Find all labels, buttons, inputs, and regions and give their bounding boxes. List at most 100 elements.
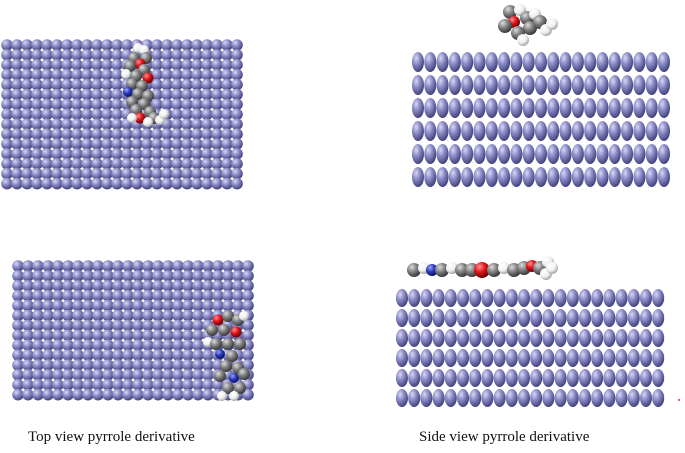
- surface-atom: [461, 98, 474, 118]
- surface-atom: [457, 329, 469, 347]
- surface-atom: [432, 349, 445, 367]
- surface-atom: [122, 379, 134, 391]
- hydrogen-atom: [446, 262, 458, 274]
- surface-atom: [172, 339, 184, 352]
- surface-atom: [101, 177, 113, 190]
- surface-atom: [192, 329, 204, 342]
- surface-atom: [469, 309, 482, 327]
- surface-atom: [615, 369, 628, 387]
- surface-atom: [232, 260, 244, 272]
- surface-atom: [191, 167, 203, 180]
- surface-atom: [221, 128, 233, 140]
- surface-atom: [231, 78, 243, 91]
- surface-atom: [172, 319, 184, 332]
- surface-atom: [22, 289, 34, 302]
- surface-atom: [91, 68, 103, 81]
- surface-atom: [201, 88, 213, 101]
- carbon-atom: [210, 338, 222, 350]
- surface-atom: [172, 369, 184, 381]
- surface-atom: [132, 359, 144, 371]
- surface-atom: [31, 68, 43, 81]
- surface-atom: [191, 158, 203, 170]
- surface-atom: [559, 52, 572, 72]
- surface-atom: [424, 98, 437, 118]
- surface-atom: [51, 88, 63, 101]
- surface-atom: [92, 339, 104, 352]
- surface-atom: [473, 121, 486, 141]
- surface-atom: [121, 167, 133, 180]
- surface-atom: [1, 39, 13, 51]
- surface-atom: [151, 39, 163, 51]
- surface-atom: [432, 389, 445, 407]
- surface-atom: [72, 339, 84, 352]
- surface-atom: [461, 167, 474, 187]
- surface-atom: [473, 144, 486, 164]
- surface-atom: [31, 98, 43, 111]
- surface-atom: [12, 260, 24, 272]
- surface-atom: [510, 167, 523, 187]
- surface-atom: [132, 388, 144, 401]
- surface-atom: [542, 349, 555, 367]
- surface-atom: [82, 369, 94, 381]
- surface-atom: [182, 270, 194, 282]
- surface-atom: [11, 98, 23, 111]
- surface-atom: [192, 260, 204, 272]
- surface-atom: [151, 177, 163, 190]
- surface-atom: [92, 379, 104, 391]
- surface-atom: [192, 299, 204, 312]
- surface-atom: [61, 108, 73, 121]
- surface-atom: [72, 349, 84, 361]
- surface-atom: [498, 98, 511, 118]
- surface-atom: [92, 299, 104, 312]
- surface-atom: [535, 121, 547, 141]
- surface-atom: [81, 59, 93, 71]
- carbon-atom: [218, 324, 230, 336]
- surface-atom: [122, 260, 134, 272]
- surface-atom: [12, 270, 24, 282]
- surface-atom: [61, 59, 73, 71]
- surface-atom: [566, 389, 579, 407]
- surface-atom: [72, 369, 84, 381]
- surface-atom: [1, 108, 13, 121]
- surface-atom: [21, 118, 33, 130]
- surface-atom: [615, 289, 628, 307]
- surface-atom: [32, 369, 44, 381]
- surface-atom: [52, 329, 64, 342]
- surface-atom: [122, 388, 134, 401]
- surface-atom: [131, 158, 143, 170]
- surface-atom: [42, 299, 54, 312]
- surface-atom: [444, 369, 457, 387]
- surface-atom: [658, 75, 670, 95]
- surface-atom: [11, 88, 23, 101]
- surface-atom: [11, 177, 23, 190]
- surface-atom: [51, 49, 63, 61]
- surface-atom: [201, 177, 213, 190]
- surface-atom: [61, 128, 73, 140]
- hydrogen-atom: [159, 109, 169, 119]
- surface-atom: [633, 144, 646, 164]
- surface-atom: [172, 379, 184, 391]
- surface-atom: [1, 68, 13, 81]
- surface-atom: [457, 389, 469, 407]
- surface-atom: [21, 68, 33, 81]
- surface-atom: [591, 389, 604, 407]
- surface-atom: [481, 349, 494, 367]
- surface-atom: [52, 379, 64, 391]
- surface-atom: [81, 118, 93, 130]
- surface-atom: [420, 329, 433, 347]
- surface-atom: [22, 319, 34, 332]
- surface-atom: [31, 88, 43, 101]
- surface-atom: [101, 158, 113, 170]
- surface-atom: [51, 59, 63, 71]
- surface-atom: [645, 98, 658, 118]
- surface-atom: [72, 329, 84, 342]
- surface-atom: [658, 144, 670, 164]
- surface-atom: [62, 379, 74, 391]
- surface-atom: [31, 177, 43, 190]
- surface-atom: [82, 319, 94, 332]
- surface-atom: [62, 309, 74, 322]
- surface-atom: [444, 289, 457, 307]
- surface-atom: [121, 177, 133, 190]
- surface-atom: [481, 289, 494, 307]
- surface-atom: [191, 138, 203, 150]
